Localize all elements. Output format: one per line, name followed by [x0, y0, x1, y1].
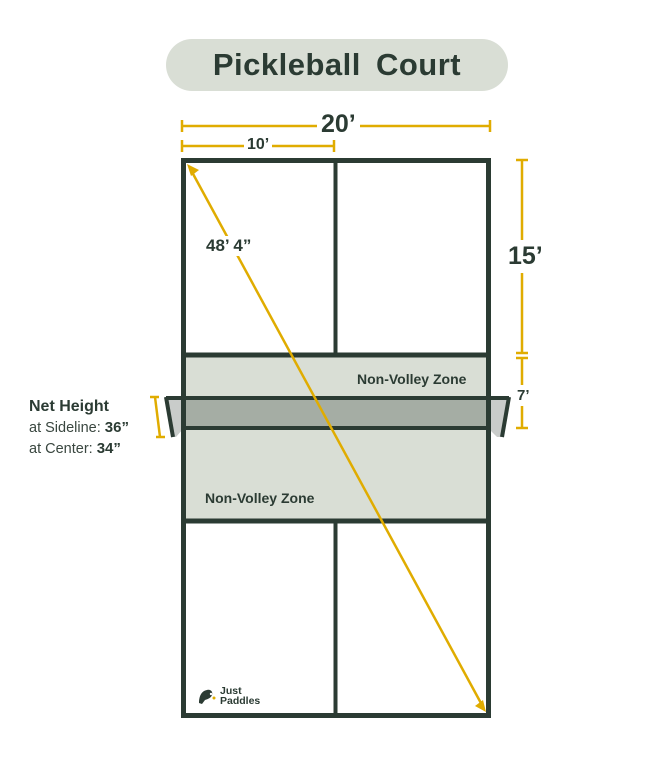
net-post-right: [489, 397, 509, 437]
net-height-sideline: at Sideline: 36”: [29, 419, 129, 436]
sideline-value: 36”: [104, 419, 129, 436]
net-height-center: at Center: 34”: [29, 440, 121, 457]
arrowhead-top-icon: [187, 164, 199, 176]
non-volley-zone-label-top: Non-Volley Zone: [357, 371, 467, 387]
kitchen-length-label: 7’: [517, 385, 530, 406]
net-post-left-edge: [164, 396, 175, 438]
net-post-left: [166, 397, 183, 437]
center-value: 34”: [96, 440, 121, 457]
diagonal-arrow: [187, 164, 486, 712]
arrowhead-bottom-icon: [475, 700, 486, 712]
brand-logo: Just Paddles: [196, 686, 260, 706]
page-title: Pickleball Court: [212, 47, 462, 82]
net-height-bracket: [150, 395, 165, 439]
brand-line-1: Just: [220, 685, 242, 697]
half-width-label: 10’: [244, 136, 273, 154]
sideline-label: at Sideline:: [29, 420, 105, 436]
center-label: at Center:: [29, 441, 97, 457]
net: [183, 397, 489, 429]
pickleball-player-logo-icon: [199, 689, 216, 704]
service-length-label: 15’: [508, 240, 543, 273]
title-pill: Pickleball Court: [166, 39, 508, 91]
brand-line-2: Paddles: [220, 695, 261, 707]
net-height-title: Net Height: [29, 398, 109, 415]
net-post-right-edge: [500, 396, 511, 438]
width-label: 20’: [317, 110, 360, 139]
non-volley-zone-label-bottom: Non-Volley Zone: [205, 490, 315, 506]
diagonal-label: 48’ 4”: [204, 236, 254, 256]
